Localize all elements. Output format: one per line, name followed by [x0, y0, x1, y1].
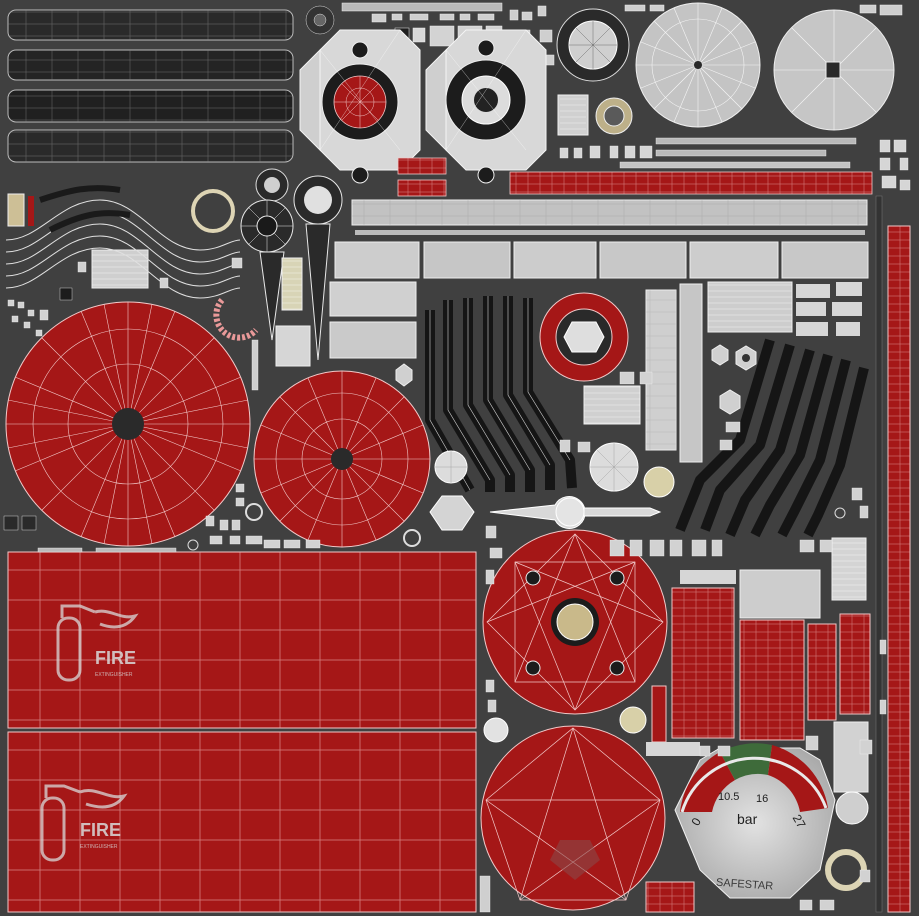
red-star-disc-upper	[482, 529, 668, 715]
pressure-gauge: 0 10.5 16 27 bar SAFESTAR	[674, 743, 836, 899]
mount-plate-right	[425, 29, 547, 184]
small-rings-left	[7, 168, 343, 367]
misc-tiles-right	[559, 137, 911, 191]
top-valve-discs	[556, 8, 633, 136]
metal-panels-center	[583, 281, 862, 463]
fire-label-upper: FIRE	[95, 648, 136, 668]
dark-hose-strips	[7, 9, 294, 163]
label-panel-lower: FIRE EXTINGUISHER	[7, 731, 477, 913]
gauge-red-arc-right	[768, 745, 828, 812]
red-disc-large	[5, 301, 251, 547]
fire-sublabel-lower: EXTINGUISHER	[80, 844, 118, 850]
label-panel-upper: FIRE EXTINGUISHER	[7, 551, 477, 729]
nuts-and-wheels	[187, 344, 846, 551]
metal-panels-lower	[483, 537, 869, 891]
hose-curves	[5, 185, 241, 299]
gauge-unit: bar	[737, 811, 758, 827]
mount-plate-left	[299, 29, 421, 184]
extinguisher-icon	[56, 604, 139, 682]
dark-tubes-right	[675, 338, 869, 538]
scattered-small-tiles	[3, 257, 887, 913]
gear-right	[773, 9, 895, 131]
gauge-brand: SAFESTAR	[716, 877, 774, 893]
gauge-green-arc	[720, 743, 772, 780]
red-disc-medium	[253, 370, 431, 548]
extinguisher-icon	[40, 784, 128, 862]
gauge-tick-27: 27	[790, 812, 809, 831]
gauge-tick-16: 16	[756, 793, 768, 805]
red-star-disc-lower	[480, 725, 666, 911]
fire-sublabel-upper: EXTINGUISHER	[95, 672, 133, 678]
fire-label-lower: FIRE	[80, 820, 121, 840]
metal-bars	[91, 199, 869, 359]
gauge-tick-10-5: 10.5	[718, 791, 739, 803]
long-red-strip	[397, 157, 873, 197]
gear-left	[635, 2, 761, 128]
red-slat-panels	[645, 195, 911, 913]
red-ring	[539, 292, 629, 382]
